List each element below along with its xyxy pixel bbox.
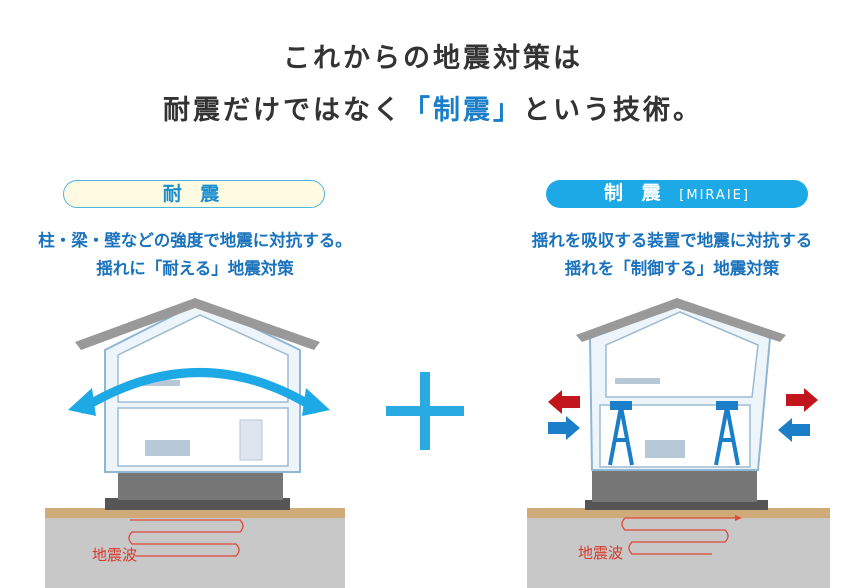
seishin-label-sub: [MIRAIE] [679,188,750,203]
damper-left [608,401,634,466]
seishin-label-main: 制 震 [604,182,667,204]
plus-icon [386,372,464,450]
wave-label: 地震波 [578,544,623,562]
illustration: 地震波 地震波 [45,298,830,588]
soil-layer [527,508,830,518]
headline-suffix: という技術。 [523,95,703,126]
arrow-right-icon [302,388,330,416]
red-arrow-left-icon [548,390,580,414]
foundation [118,470,283,500]
seishin-desc-line-1: 揺れを吸収する装置で地震に対抗する [531,231,813,250]
arrow-left-icon [68,388,96,416]
headline-line-1: これからの地震対策は [283,43,583,74]
damper-right [714,401,740,466]
taishin-label: 耐 震 [63,180,325,208]
roof [75,298,320,350]
headline-highlight: 「制震」 [403,95,523,126]
ground [45,512,345,588]
seismic-wave [621,517,735,555]
taishin-description: 柱・梁・壁などの強度で地震に対抗する。 揺れに「耐える」地震対策 [0,227,405,283]
headline-line-2: 耐震だけではなく「制震」という技術。 [0,88,866,127]
seishin-desc-line-2: 揺れを「制御する」地震対策 [564,259,780,278]
seishin-label: 制 震 [MIRAIE] [546,180,808,208]
blue-arrow-left-icon [778,418,810,442]
seishin-house-illustration: 地震波 [527,298,830,588]
soil-layer [45,508,345,518]
taishin-house-illustration: 地震波 [45,298,345,588]
foundation-base [105,498,290,510]
red-arrow-right-icon [786,388,818,412]
seismic-wave [128,519,244,557]
foundation-base [585,500,768,510]
ground [527,515,830,588]
wave-label: 地震波 [92,546,137,564]
headline-prefix: 耐震だけではなく [163,95,403,126]
taishin-desc-line-2: 揺れに「耐える」地震対策 [96,259,294,278]
blue-arrow-right-icon [548,416,580,440]
roof [576,298,786,342]
sway-arc [77,368,321,414]
seishin-description: 揺れを吸収する装置で地震に対抗する 揺れを「制御する」地震対策 [462,227,866,283]
foundation [592,468,757,502]
taishin-desc-line-1: 柱・梁・壁などの強度で地震に対抗する。 [38,231,352,250]
